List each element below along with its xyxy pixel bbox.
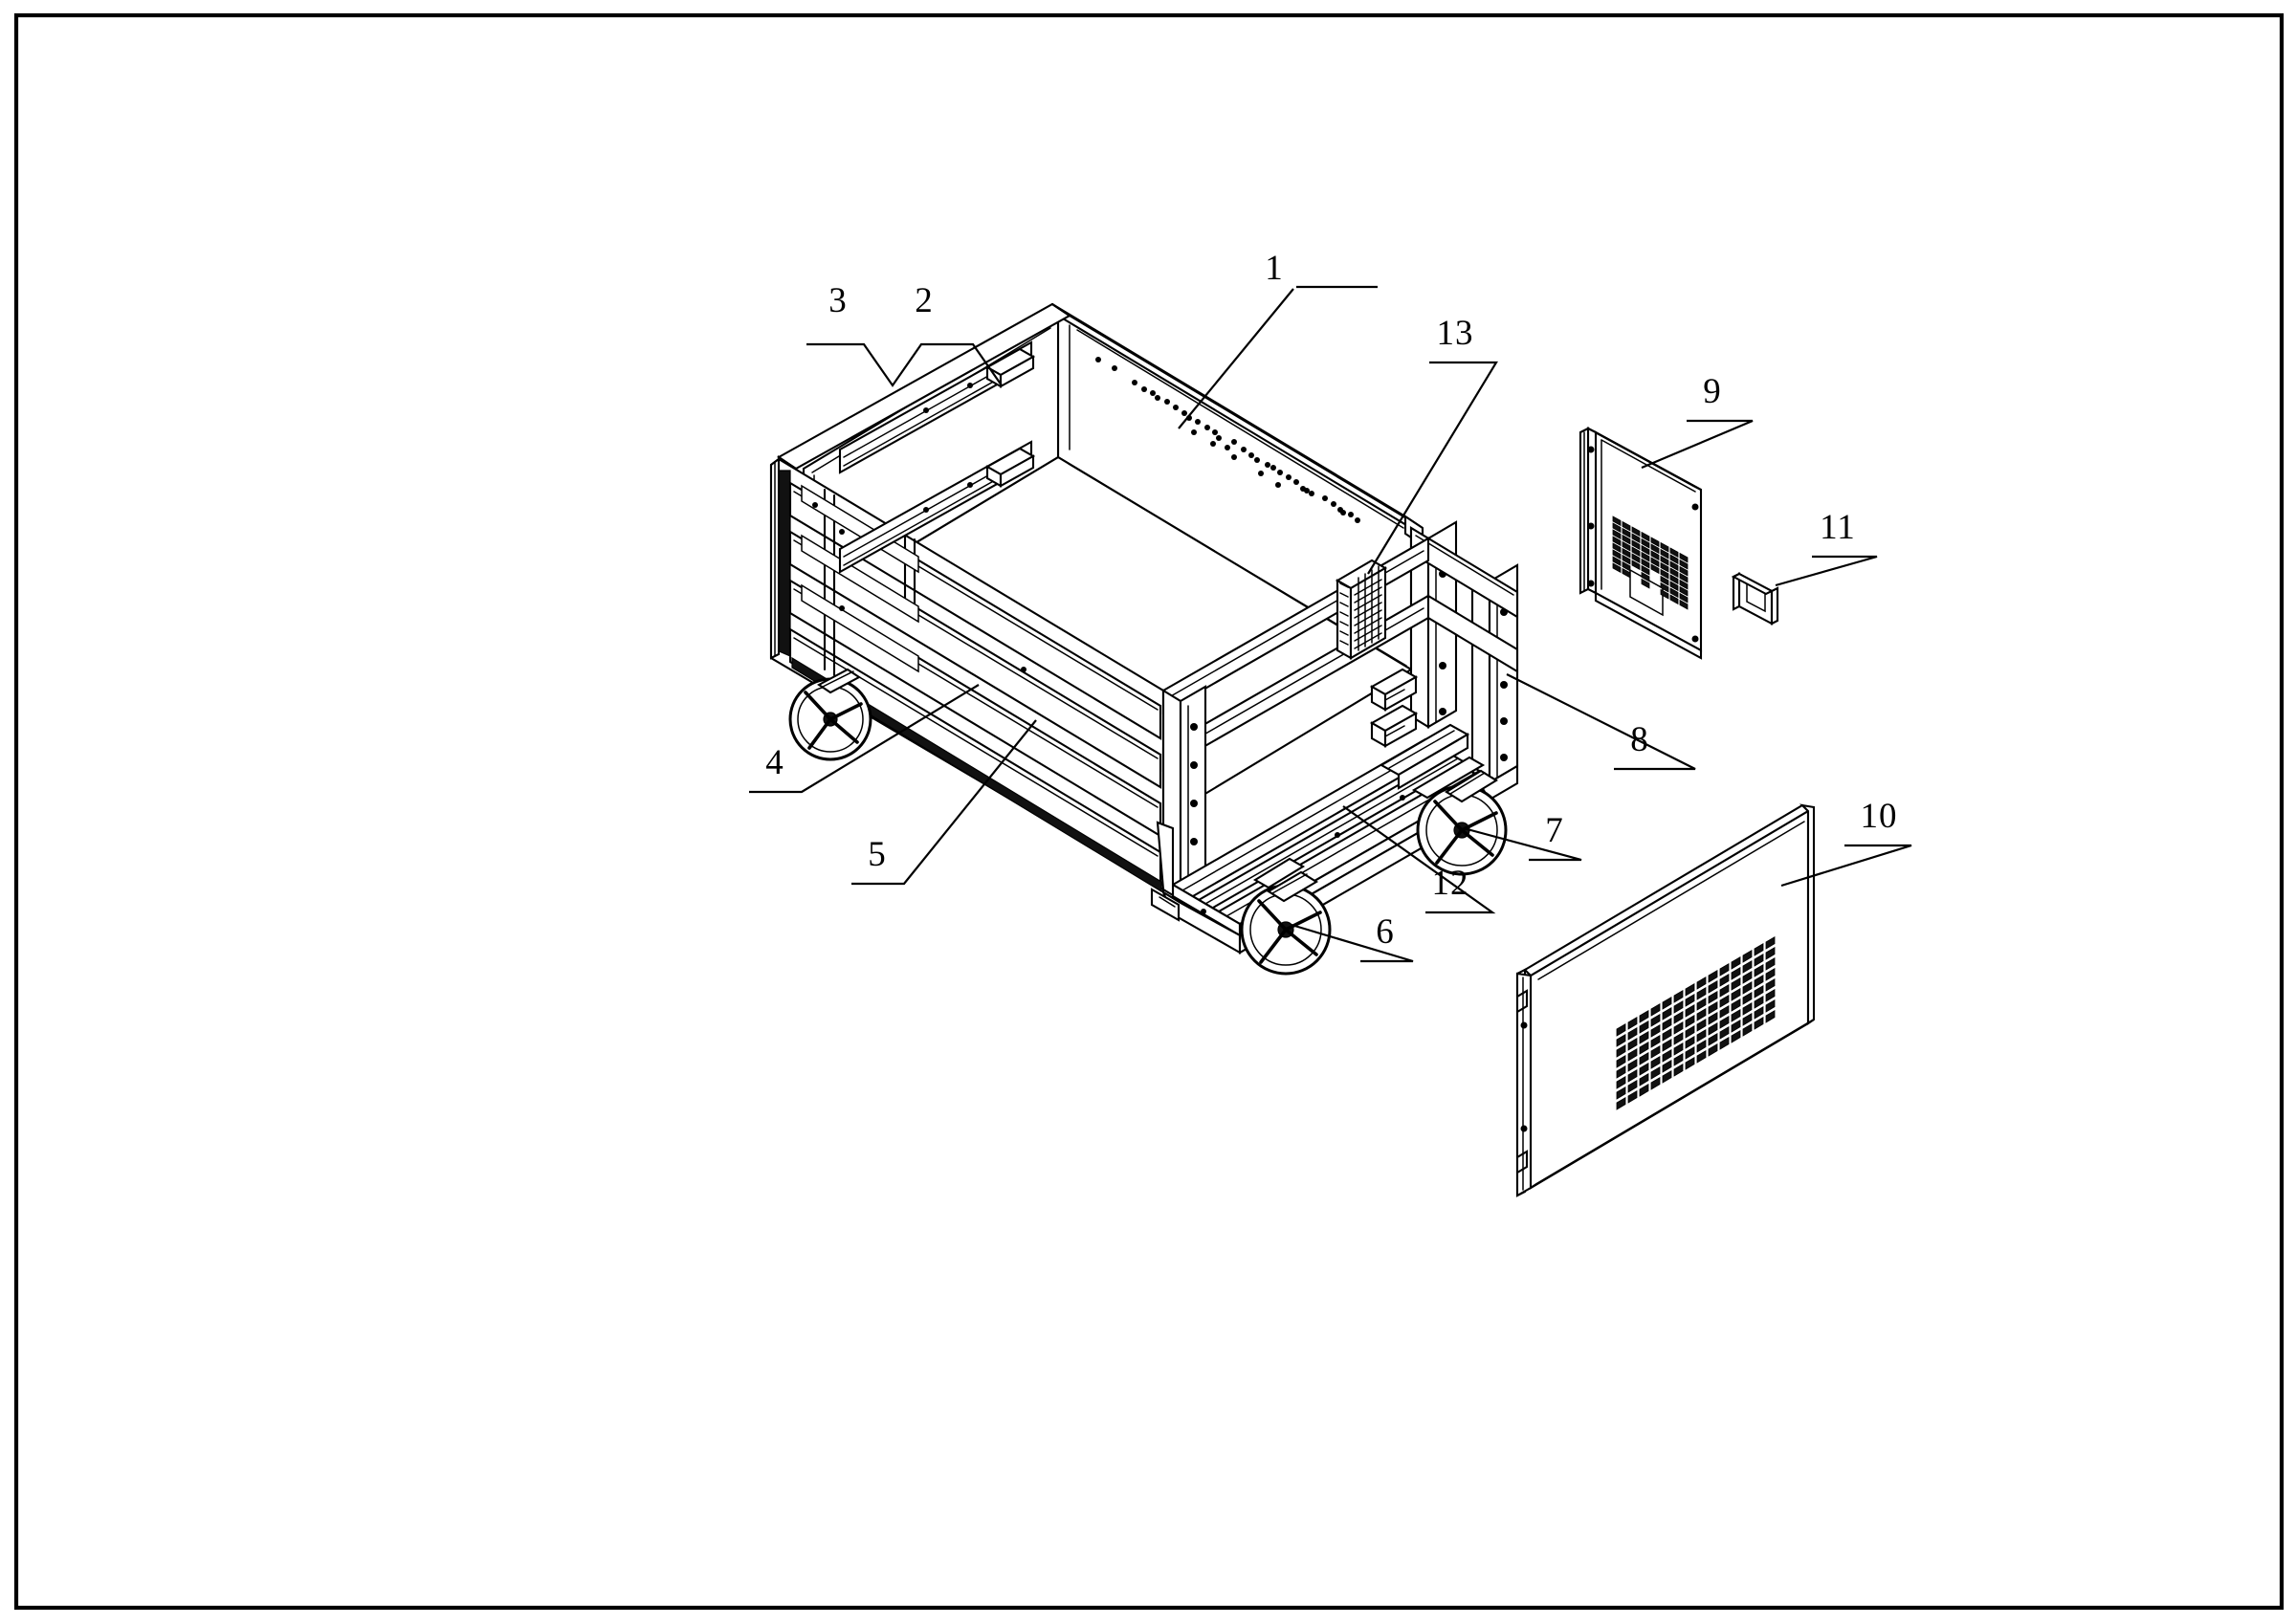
callout-label-5: 5 xyxy=(868,835,887,874)
leader-12 xyxy=(1342,805,1496,914)
leader-7 xyxy=(1463,826,1582,862)
leader-1 xyxy=(1178,285,1378,429)
inner-bracket-blocks xyxy=(1369,668,1419,748)
vented-side-door-panel xyxy=(1578,427,1703,660)
vent-mesh xyxy=(1354,565,1382,651)
leader-13 xyxy=(1367,361,1498,575)
callout-label-10: 10 xyxy=(1861,797,1898,836)
callout-label-7: 7 xyxy=(1545,811,1564,850)
callout-label-12: 12 xyxy=(1432,864,1469,903)
leader-4 xyxy=(749,684,980,794)
callout-label-9: 9 xyxy=(1703,372,1722,411)
cabinet-assembly xyxy=(769,302,1519,976)
panel-9-vent-grid xyxy=(1612,516,1689,610)
callout-label-3: 3 xyxy=(828,281,848,320)
drawer-slide-rail-lower xyxy=(838,440,1036,574)
callout-label-13: 13 xyxy=(1437,314,1474,353)
callout-label-6: 6 xyxy=(1376,912,1395,952)
callout-label-4: 4 xyxy=(765,743,784,782)
vented-rear-cover-panel xyxy=(1515,803,1816,1197)
leader-6 xyxy=(1291,923,1414,963)
rear-caster-wheel xyxy=(1416,769,1508,876)
leader-5 xyxy=(851,719,1037,886)
callout-layer: 1 2 3 4 5 6 7 8 9 10 11 12 13 xyxy=(749,249,1912,963)
leader-23 xyxy=(806,342,1003,387)
callout-label-1: 1 xyxy=(1265,249,1284,288)
cabinet-left-corner-post xyxy=(769,456,781,660)
leader-8 xyxy=(1506,673,1696,771)
mounting-hole-pattern xyxy=(1095,357,1360,523)
vent-filter-module xyxy=(1335,559,1388,660)
callout-label-8: 8 xyxy=(1630,720,1649,759)
callout-label-2: 2 xyxy=(915,281,934,320)
sheet-border xyxy=(13,12,2285,1611)
leader-10 xyxy=(1780,844,1912,888)
drawer-slide-rail-upper xyxy=(838,340,1036,474)
front-caster-wheel xyxy=(1240,857,1332,976)
panel-10-vent-grid xyxy=(1616,936,1776,1110)
leader-9 xyxy=(1641,419,1754,470)
caster-wheel-left-rear xyxy=(788,668,872,761)
callout-label-11: 11 xyxy=(1820,508,1856,547)
leader-11 xyxy=(1775,555,1878,587)
square-bezel-gasket xyxy=(1731,572,1779,625)
